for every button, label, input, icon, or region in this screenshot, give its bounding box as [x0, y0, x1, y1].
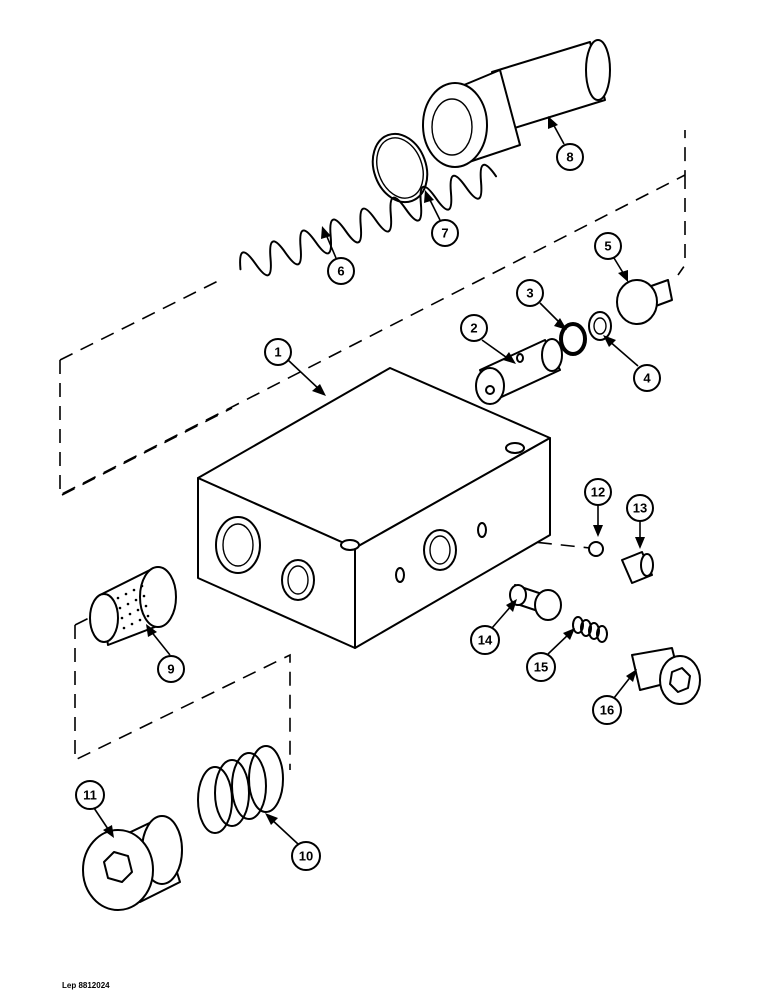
callout-16-label: 16	[600, 703, 614, 718]
seal-ring-part	[559, 322, 587, 356]
callout-10-label: 10	[299, 849, 313, 864]
callout-7: 7	[424, 190, 459, 247]
callout-5-label: 5	[604, 239, 611, 254]
spool-part	[475, 338, 563, 405]
callout-4-label: 4	[643, 371, 651, 386]
hex-plug-part	[82, 815, 183, 911]
callout-4: 4	[603, 335, 661, 392]
callout-16: 16	[592, 669, 637, 725]
set-screw-part	[621, 551, 654, 584]
filter-mesh-pattern	[116, 584, 150, 630]
callout-11-label: 11	[83, 788, 97, 803]
callout-9: 9	[146, 624, 185, 683]
reference-code: Lep 8812024	[62, 981, 110, 990]
ball-part	[588, 541, 604, 557]
callout-5: 5	[594, 232, 628, 282]
callout-3-label: 3	[526, 286, 533, 301]
callout-9-label: 9	[167, 662, 174, 677]
callout-2-label: 2	[470, 321, 477, 336]
callout-15-label: 15	[534, 660, 548, 675]
filter-screen-part	[89, 566, 177, 646]
callout-7-label: 7	[441, 226, 448, 241]
spring-part	[197, 745, 284, 834]
spring-part	[572, 616, 608, 643]
callout-10: 10	[265, 813, 321, 871]
callout-13-label: 13	[633, 501, 647, 516]
washer-part	[588, 311, 612, 341]
callout-14: 14	[470, 599, 517, 655]
callout-12-label: 12	[591, 485, 605, 500]
callout-layer: 1 2 3 4 5 6	[75, 116, 661, 871]
callout-3: 3	[516, 279, 567, 330]
callout-1: 1	[264, 338, 326, 396]
o-ring-part	[371, 132, 429, 204]
callout-13: 13	[626, 494, 654, 549]
valve-block-part	[197, 367, 551, 649]
callout-1-label: 1	[274, 345, 281, 360]
socket-screw-part	[631, 647, 701, 705]
callout-15: 15	[526, 628, 575, 682]
callout-2: 2	[460, 314, 516, 364]
callout-14-label: 14	[478, 633, 493, 648]
callout-12: 12	[584, 478, 612, 537]
adapter-plug-part	[422, 39, 611, 168]
callout-6-label: 6	[337, 264, 344, 279]
callout-8: 8	[548, 116, 584, 171]
callout-8-label: 8	[566, 150, 573, 165]
poppet-part	[509, 584, 562, 621]
spring-part	[239, 163, 498, 277]
callout-11: 11	[75, 780, 114, 838]
callout-6: 6	[321, 226, 355, 285]
cap-part	[616, 279, 673, 325]
